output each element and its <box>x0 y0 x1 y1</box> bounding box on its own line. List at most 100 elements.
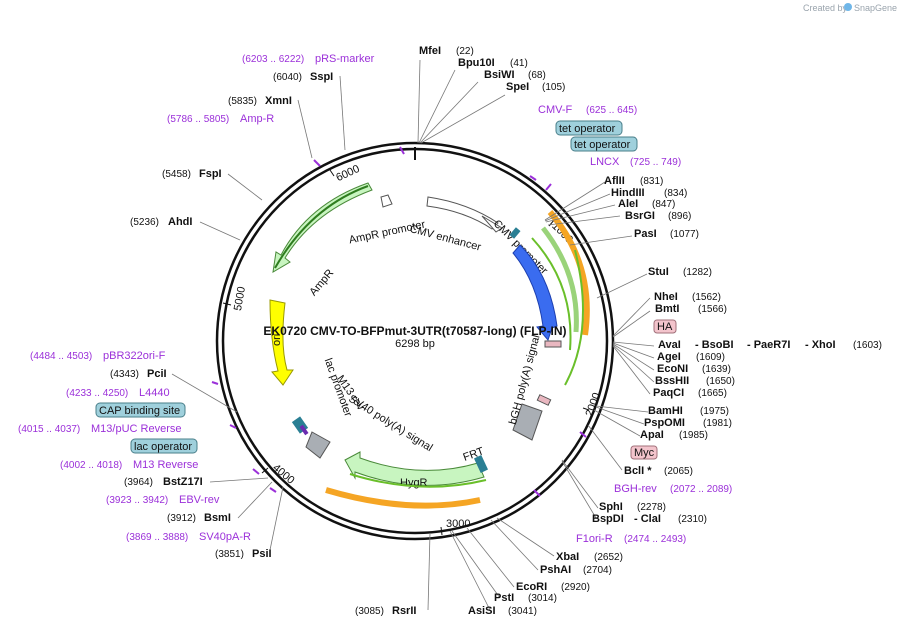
plasmid-title: EK0720 CMV-TO-BFPmut-3UTR(t70587-long) (… <box>263 324 566 338</box>
site-alei-pos: (847) <box>652 199 675 210</box>
site-nhei[interactable]: NheI <box>654 291 678 303</box>
site-spei[interactable]: SpeI <box>506 81 529 93</box>
site-xbai[interactable]: XbaI <box>556 551 579 563</box>
primer-ebv-rev-pos: (3923 .. 3942) <box>106 495 168 506</box>
site-psii[interactable]: PsiI <box>252 548 272 560</box>
tet-operator-box-1 <box>555 120 623 136</box>
site-psti-pos: (3014) <box>528 593 557 604</box>
site-avai[interactable]: AvaI <box>658 339 681 351</box>
sv40-polya-block <box>305 431 331 459</box>
site-bpu10i[interactable]: Bpu10I <box>458 57 495 69</box>
site-alei[interactable]: AleI <box>618 198 638 210</box>
box-cap-binding-site[interactable]: CAP binding site <box>99 405 180 417</box>
site-fspi[interactable]: FspI <box>199 168 222 180</box>
primer-m13-puc-reverse[interactable]: M13/pUC Reverse <box>91 423 181 435</box>
primer-amp-r-pos: (5786 .. 5805) <box>167 114 229 125</box>
box-tet-operator-1[interactable]: tet operator <box>559 123 616 135</box>
plasmid-length: 6298 bp <box>395 338 435 350</box>
site-agei-pos: (1609) <box>696 352 725 363</box>
primer-sv40pa-r[interactable]: SV40pA-R <box>199 531 251 543</box>
snapgene-logo-icon <box>844 3 852 11</box>
site-bmti[interactable]: BmtI <box>655 303 679 315</box>
site-xmni[interactable]: XmnI <box>265 95 292 107</box>
site-stui[interactable]: StuI <box>648 266 669 278</box>
site-paer7i[interactable]: - PaeR7I <box>747 339 790 351</box>
site-sphi[interactable]: SphI <box>599 501 623 513</box>
site-bsshii-pos: (1650) <box>706 376 735 387</box>
site-pshai-pos: (2704) <box>583 565 612 576</box>
site-ecori[interactable]: EcoRI <box>516 581 547 593</box>
site-bsrgi-pos: (896) <box>668 211 691 222</box>
primer-lncx[interactable]: LNCX <box>590 156 620 168</box>
box-tet-operator-2[interactable]: tet operator <box>574 139 631 151</box>
site-bsiwi[interactable]: BsiWI <box>484 69 515 81</box>
site-ecori-pos: (2920) <box>561 582 590 593</box>
site-ahdi[interactable]: AhdI <box>168 216 192 228</box>
site-aflii-pos: (831) <box>640 176 663 187</box>
site-sspi[interactable]: SspI <box>310 71 333 83</box>
ha-tag-mark <box>544 340 562 348</box>
box-lac-operator[interactable]: lac operator <box>134 441 192 453</box>
green-arc-bfp <box>541 226 579 333</box>
primer-bgh-rev-pos: (2072 .. 2089) <box>670 484 732 495</box>
green-line-bfp <box>531 237 572 351</box>
site-psti[interactable]: PstI <box>494 592 514 604</box>
primer-f1ori-r-pos: (2474 .. 2493) <box>624 534 686 545</box>
primer-bgh-rev[interactable]: BGH-rev <box>614 483 657 495</box>
site-hindiii-pos: (834) <box>664 188 687 199</box>
site-bstz17i[interactable]: BstZ17I <box>163 476 203 488</box>
site-bsmi[interactable]: BsmI <box>204 512 231 524</box>
site-apai[interactable]: ApaI <box>640 429 664 441</box>
primer-prs-marker[interactable]: pRS-marker <box>315 53 375 65</box>
cap-site-mark <box>299 424 309 436</box>
site-pasi[interactable]: PasI <box>634 228 657 240</box>
site-pcii[interactable]: PciI <box>147 368 167 380</box>
primer-l4440-pos: (4233 .. 4250) <box>66 388 128 399</box>
site-bspdi[interactable]: BspDI <box>592 513 624 525</box>
orange-arc-hygr <box>325 487 481 509</box>
primer-pbr322ori-f[interactable]: pBR322ori-F <box>103 350 166 362</box>
cmv-enhancer-arrow <box>426 196 499 230</box>
site-agei[interactable]: AgeI <box>657 351 681 363</box>
site-clai[interactable]: - ClaI <box>634 513 661 525</box>
site-bstz17i-pos: (3964) <box>124 477 153 488</box>
site-bsshii[interactable]: BssHII <box>655 375 689 387</box>
primer-ebv-rev[interactable]: EBV-rev <box>179 494 220 506</box>
site-econi[interactable]: EcoNI <box>657 363 688 375</box>
box-myc[interactable]: Myc <box>634 447 655 459</box>
primer-l4440[interactable]: L4440 <box>139 387 170 399</box>
primer-cmv-f[interactable]: CMV-F <box>538 104 573 116</box>
primer-f1ori-r[interactable]: F1ori-R <box>576 533 613 545</box>
site-rsrii[interactable]: RsrII <box>392 605 416 617</box>
site-bsobi[interactable]: - BsoBI <box>695 339 734 351</box>
site-mfei[interactable]: MfeI <box>419 45 441 57</box>
site-bamhi[interactable]: BamHI <box>648 405 683 417</box>
site-hindiii[interactable]: HindIII <box>611 187 645 199</box>
ha-box <box>653 319 677 334</box>
site-pspomi[interactable]: PspOMI <box>644 417 685 429</box>
site-mfei-pos: (22) <box>456 46 474 57</box>
primer-prs-marker-pos: (6203 .. 6222) <box>242 54 304 65</box>
site-bsiwi-pos: (68) <box>528 70 546 81</box>
primer-ticks <box>211 146 587 497</box>
site-aflii[interactable]: AflII <box>604 175 625 187</box>
ampr-promoter-arrow <box>380 194 393 208</box>
site-apai-pos: (1985) <box>679 430 708 441</box>
box-ha[interactable]: HA <box>657 321 673 333</box>
cap-binding-site-box <box>95 402 186 418</box>
site-pshai[interactable]: PshAI <box>540 564 571 576</box>
primer-lncx-pos: (725 .. 749) <box>630 157 681 168</box>
site-spei-pos: (105) <box>542 82 565 93</box>
tet-operator-mark <box>509 227 521 239</box>
primer-m13-reverse[interactable]: M13 Reverse <box>133 459 198 471</box>
site-xhoi[interactable]: - XhoI <box>805 339 836 351</box>
site-pspomi-pos: (1981) <box>703 418 732 429</box>
site-asisi[interactable]: AsiSI <box>468 605 496 617</box>
site-paqci[interactable]: PaqCI <box>653 387 684 399</box>
site-bcli[interactable]: BclI * <box>624 465 652 477</box>
site-bsrgi[interactable]: BsrGI <box>625 210 655 222</box>
restriction-sites: MfeI (22) Bpu10I (41) BsiWI (68) SpeI (1… <box>110 45 882 617</box>
feature-ampr: AmpR <box>307 267 336 298</box>
primer-amp-r[interactable]: Amp-R <box>240 113 274 125</box>
